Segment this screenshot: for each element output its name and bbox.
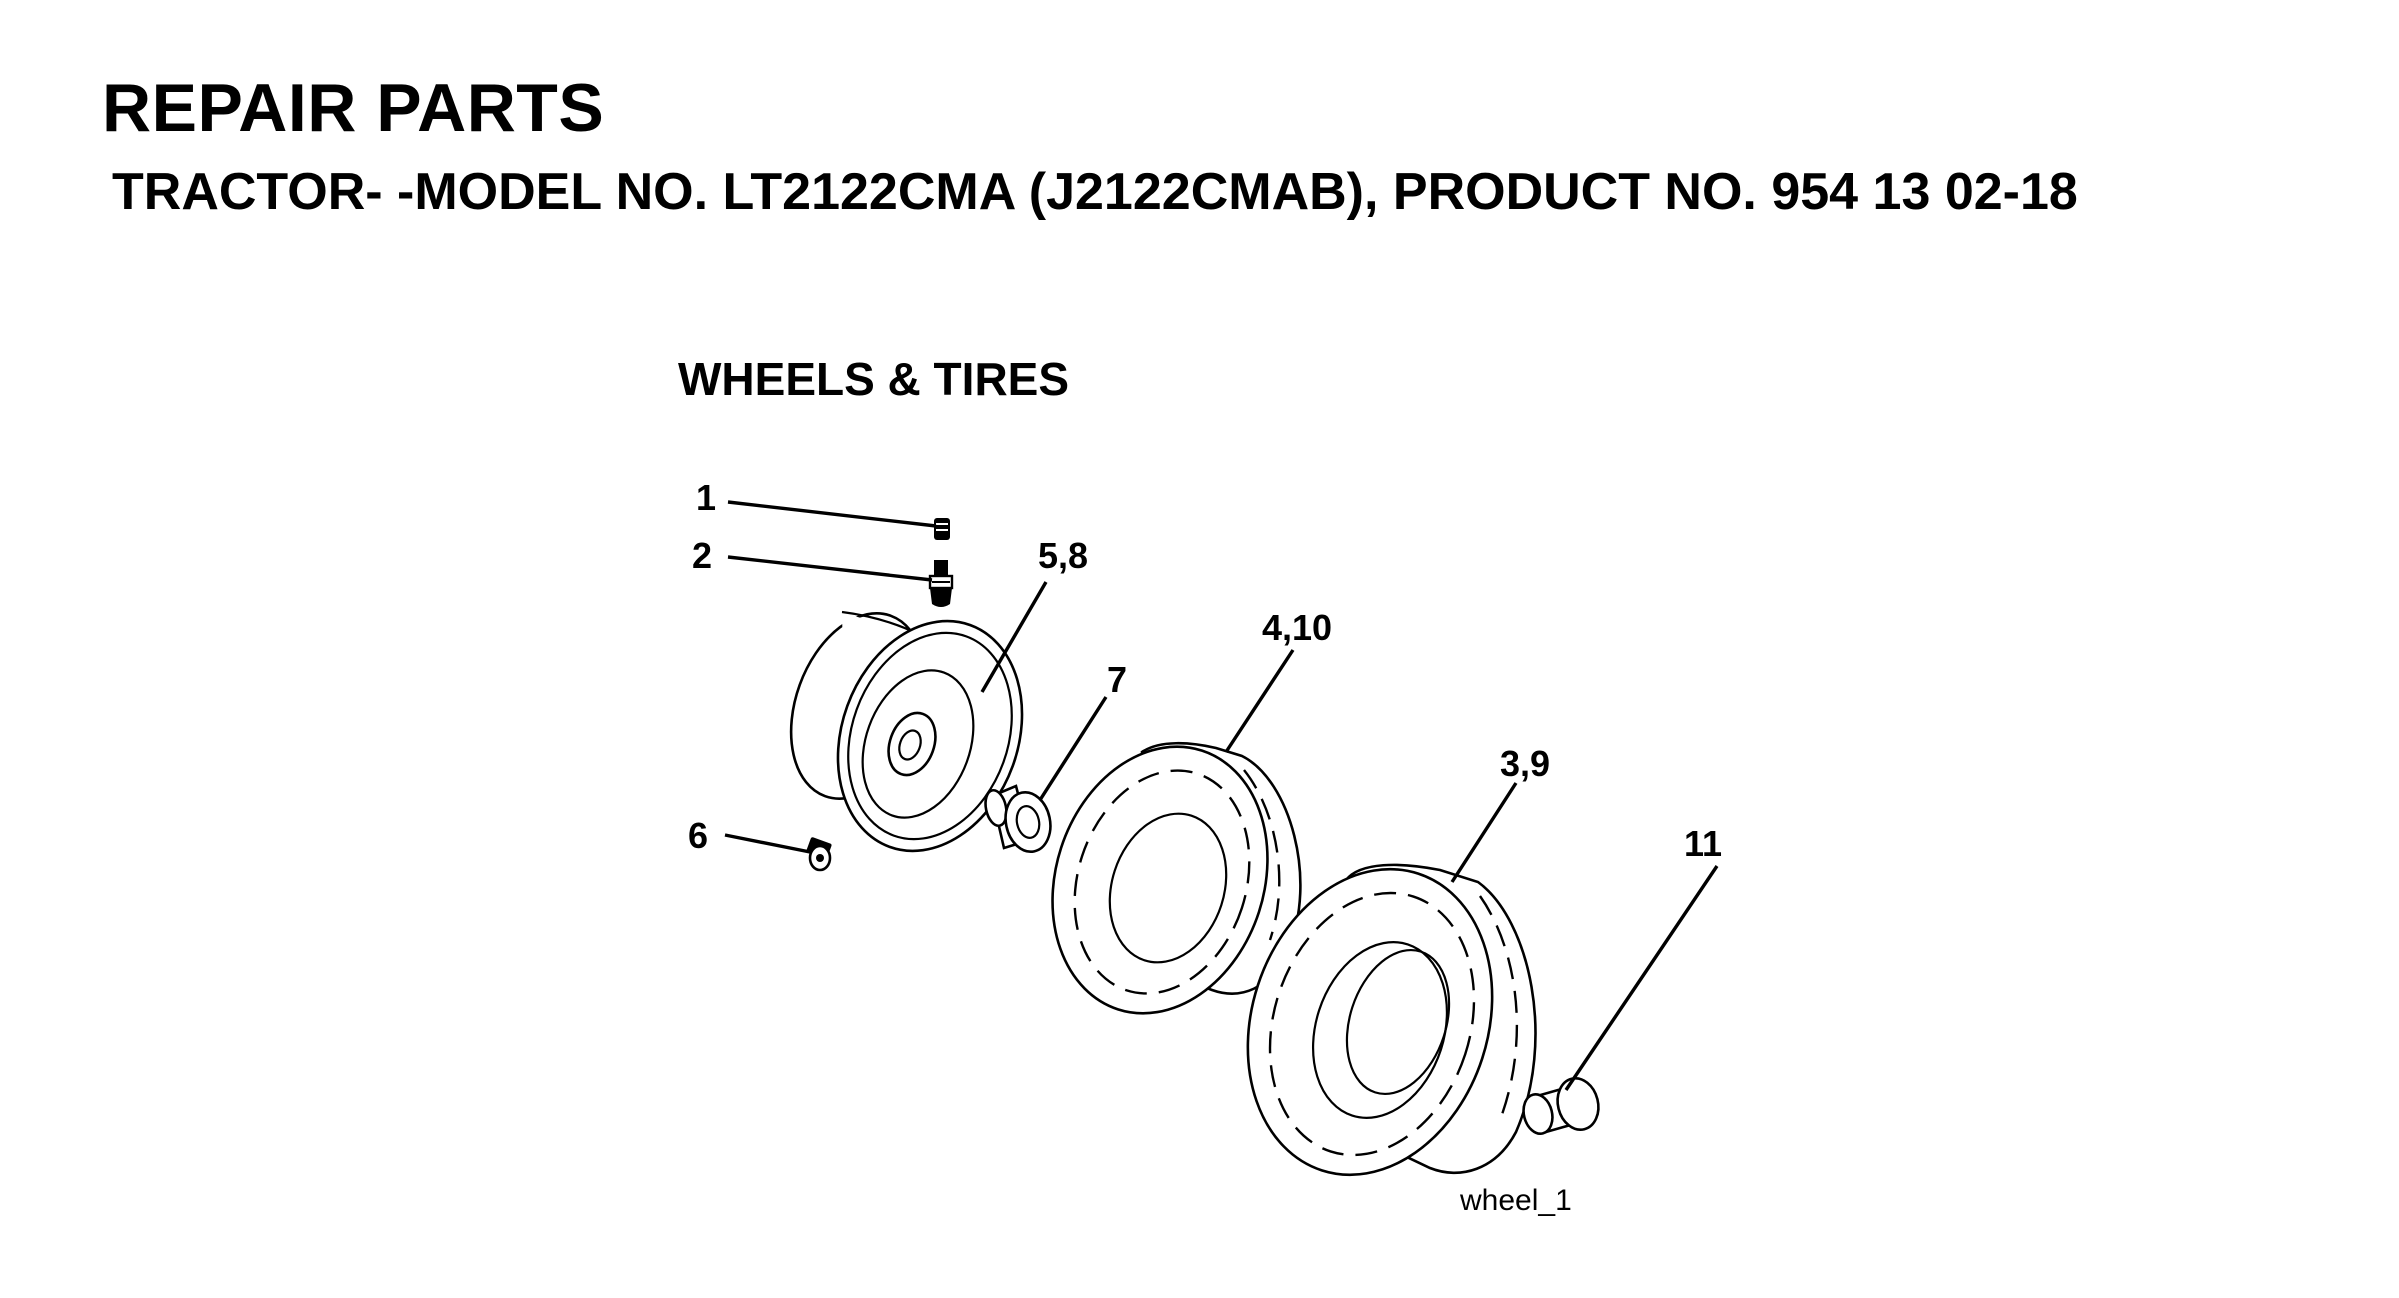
callout-11: 11 [1684,823,1722,864]
part-bushing [1522,1077,1600,1135]
part-valve-stem [928,560,954,607]
part-rim [789,610,1024,853]
section-title: WHEELS & TIRES [678,353,1070,405]
callout-4-10: 4,10 [1262,607,1332,648]
callout-7: 7 [1107,659,1127,700]
callout-2: 2 [692,535,712,576]
callout-6: 6 [688,815,708,856]
page-title: REPAIR PARTS [102,70,605,146]
part-grease-fitting [806,837,832,872]
page-subtitle: TRACTOR- -MODEL NO. LT2122CMA (J2122CMAB… [112,163,2078,221]
callout-1: 1 [696,477,716,518]
part-flange-bushing [984,784,1052,853]
callout-3-9: 3,9 [1500,743,1550,784]
callout-5-8: 5,8 [1038,535,1088,576]
part-front-tire [1051,741,1302,1015]
part-valve-cap [934,518,950,540]
figure-id: wheel_1 [1459,1184,1572,1217]
leader-lines [724,500,1719,1091]
part-rear-tire [1246,863,1537,1177]
